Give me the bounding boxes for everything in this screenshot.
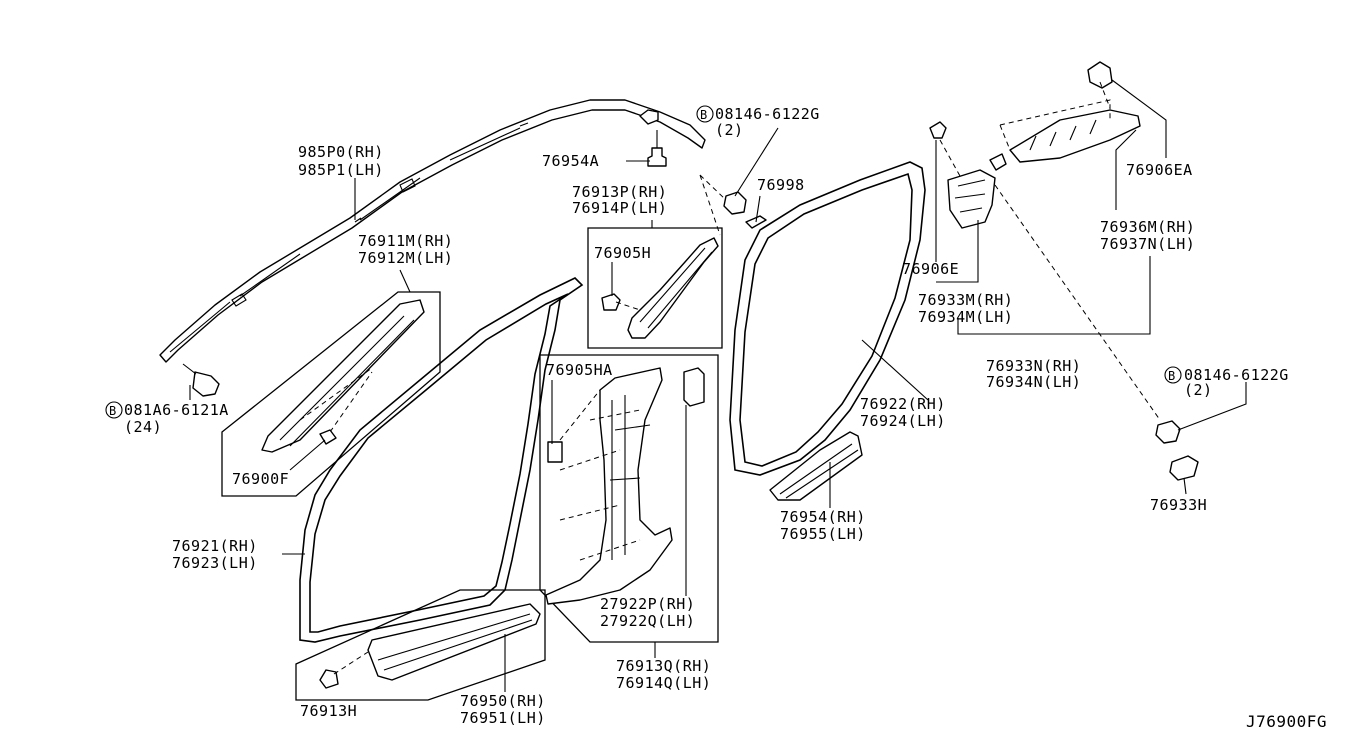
svg-text:76934M(LH): 76934M(LH) <box>918 308 1013 326</box>
bolt-08146-right <box>994 184 1181 444</box>
svg-text:B: B <box>109 404 117 418</box>
callout-08146-right: 08146-6122G (2) <box>1184 366 1289 399</box>
svg-text:76937N(LH): 76937N(LH) <box>1100 235 1195 253</box>
svg-text:(2): (2) <box>1184 381 1213 399</box>
svg-text:76933N(RH): 76933N(RH) <box>986 357 1081 375</box>
svg-text:B: B <box>1168 369 1176 383</box>
callout-76933n: 76933N(RH) 76934N(LH) <box>986 357 1081 391</box>
svg-text:76954A: 76954A <box>542 152 599 170</box>
svg-text:76906EA: 76906EA <box>1126 161 1193 179</box>
svg-text:76913P(RH): 76913P(RH) <box>572 183 667 201</box>
svg-text:76923(LH): 76923(LH) <box>172 554 258 572</box>
svg-text:27922Q(LH): 27922Q(LH) <box>600 612 695 630</box>
bolt-081a6 <box>182 363 220 397</box>
callout-76905h: 76905H <box>594 244 651 262</box>
rear-door-weatherstrip <box>729 161 926 476</box>
svg-text:76998: 76998 <box>757 176 805 194</box>
svg-text:76913H: 76913H <box>300 702 357 720</box>
callout-76954: 76954(RH) 76955(LH) <box>780 508 866 543</box>
svg-text:76933M(RH): 76933M(RH) <box>918 291 1013 309</box>
svg-text:985P1(LH): 985P1(LH) <box>298 161 384 179</box>
callout-76936m: 76936M(RH) 76937N(LH) <box>1100 218 1195 253</box>
curtain-airbag-rail <box>159 99 706 363</box>
svg-text:76954(RH): 76954(RH) <box>780 508 866 526</box>
svg-text:081A6-6121A: 081A6-6121A <box>124 401 229 419</box>
svg-text:76900F: 76900F <box>232 470 289 488</box>
callout-76900f: 76900F <box>232 470 289 488</box>
clip-76954a <box>647 130 667 167</box>
rear-kicking-plate <box>769 431 863 501</box>
callout-76913p: 76913P(RH) 76914P(LH) <box>572 183 667 217</box>
svg-text:27922P(RH): 27922P(RH) <box>600 595 695 613</box>
svg-text:76924(LH): 76924(LH) <box>860 412 946 430</box>
callout-76922: 76922(RH) 76924(LH) <box>860 395 946 430</box>
svg-text:76911M(RH): 76911M(RH) <box>358 232 453 250</box>
bolt-08146-top <box>699 174 747 236</box>
callout-76954a: 76954A <box>542 152 599 170</box>
callout-76913h: 76913H <box>300 702 357 720</box>
svg-text:08146-6122G: 08146-6122G <box>1184 366 1289 384</box>
svg-text:(24): (24) <box>124 418 162 436</box>
svg-text:76955(LH): 76955(LH) <box>780 525 866 543</box>
callout-76913q: 76913Q(RH) 76914Q(LH) <box>616 657 711 692</box>
svg-text:B: B <box>700 108 708 122</box>
callout-08146-top: 08146-6122G (2) <box>715 105 820 139</box>
front-door-weatherstrip <box>299 277 584 643</box>
bolt-symbol-081a6: B <box>105 401 123 419</box>
callout-985p: 985P0(RH) 985P1(LH) <box>298 143 384 179</box>
callout-76905ha: 76905HA <box>546 361 613 379</box>
callout-76906e: 76906E <box>902 260 959 278</box>
svg-text:76951(LH): 76951(LH) <box>460 709 546 727</box>
callout-76921: 76921(RH) 76923(LH) <box>172 537 258 572</box>
svg-text:76934N(LH): 76934N(LH) <box>986 373 1081 391</box>
center-pillar-upper-group <box>587 227 723 349</box>
rear-pillar-garnish <box>929 121 996 229</box>
callout-76998: 76998 <box>757 176 805 194</box>
a-pillar-garnish-group <box>221 291 441 497</box>
callout-081a6: 081A6-6121A (24) <box>124 401 229 436</box>
svg-text:08146-6122G: 08146-6122G <box>715 105 820 123</box>
svg-text:(2): (2) <box>715 121 744 139</box>
clip-76933h <box>1169 455 1199 481</box>
svg-text:76933H: 76933H <box>1150 496 1207 514</box>
svg-text:76950(RH): 76950(RH) <box>460 692 546 710</box>
callout-76906ea: 76906EA <box>1126 161 1193 179</box>
svg-text:76914Q(LH): 76914Q(LH) <box>616 674 711 692</box>
svg-text:76912M(LH): 76912M(LH) <box>358 249 453 267</box>
callout-76933h: 76933H <box>1150 496 1207 514</box>
callout-76911m: 76911M(RH) 76912M(LH) <box>358 232 453 267</box>
diagram-code: J76900FG <box>1246 712 1327 731</box>
bolt-symbol-08146-right: B <box>1164 366 1182 384</box>
svg-text:76913Q(RH): 76913Q(RH) <box>616 657 711 675</box>
svg-text:76905H: 76905H <box>594 244 651 262</box>
bolt-symbol-08146-top: B <box>696 105 714 123</box>
front-kicking-plate-group <box>295 589 546 701</box>
callout-27922: 27922P(RH) 27922Q(LH) <box>600 595 695 630</box>
rear-package-garnish <box>989 61 1141 171</box>
svg-text:76922(RH): 76922(RH) <box>860 395 946 413</box>
callout-76933m: 76933M(RH) 76934M(LH) <box>918 291 1013 326</box>
callout-76950: 76950(RH) 76951(LH) <box>460 692 546 727</box>
svg-text:76936M(RH): 76936M(RH) <box>1100 218 1195 236</box>
svg-text:76914P(LH): 76914P(LH) <box>572 199 667 217</box>
leader-lines <box>189 79 1247 692</box>
svg-text:985P0(RH): 985P0(RH) <box>298 143 384 161</box>
svg-text:76905HA: 76905HA <box>546 361 613 379</box>
center-pillar-lower-group <box>539 354 719 643</box>
svg-text:76906E: 76906E <box>902 260 959 278</box>
svg-text:76921(RH): 76921(RH) <box>172 537 258 555</box>
